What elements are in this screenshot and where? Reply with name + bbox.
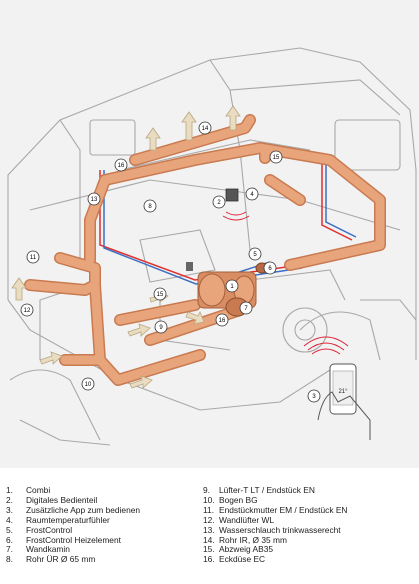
legend-item: 4.Raumtemperaturfühler	[6, 514, 110, 525]
callout-6: 6	[263, 261, 277, 275]
vehicle-heating-diagram: 21° 1 2 3 4 5 6 7 8 9 10 11 12 13 14 15 …	[7, 47, 417, 446]
legend-item: 7.Wandkamin	[6, 544, 70, 555]
svg-text:1: 1	[230, 284, 234, 290]
legend-item: 1.Combi	[6, 485, 51, 495]
legend-item: 2.Digitales Bedienteil	[6, 494, 98, 505]
diagram-area: 21° 1 2 3 4 5 6 7 8 9 10 11 12 13 14 15 …	[0, 0, 419, 468]
callout-2: 2	[212, 195, 226, 209]
legend-item: 5.FrostControl	[6, 524, 73, 535]
smartphone-app: 21°	[303, 336, 371, 440]
svg-text:3: 3	[312, 394, 316, 400]
svg-text:14: 14	[202, 126, 209, 132]
callout-10: 10	[81, 377, 95, 391]
callout-16: 16	[114, 158, 128, 172]
combi-heater-unit	[197, 271, 257, 317]
callout-1: 1	[225, 279, 239, 293]
svg-text:9: 9	[159, 325, 163, 331]
digital-control-panel	[222, 188, 250, 221]
callout-3: 3	[307, 389, 321, 403]
callout-15-second: 15	[153, 287, 167, 301]
phone-temperature-readout: 21°	[338, 389, 348, 395]
legend-item: 12.Wandlüfter WL	[203, 514, 275, 525]
hot-air-ducts	[24, 114, 386, 386]
callout-5: 5	[248, 247, 262, 261]
callout-8: 8	[143, 199, 157, 213]
legend-right-column: 9.Lüfter-T LT / Endstück EN 10.Bogen BG …	[203, 485, 403, 565]
legend-item: 6.FrostControl Heizelement	[6, 534, 121, 545]
svg-text:15: 15	[273, 155, 280, 161]
legend-item: 15.Abzweig AB35	[203, 544, 274, 555]
room-temperature-sensor	[186, 262, 193, 271]
callout-7: 7	[239, 301, 253, 315]
svg-text:12: 12	[24, 308, 31, 314]
svg-text:10: 10	[85, 382, 92, 388]
svg-text:16: 16	[219, 318, 226, 324]
callout-12: 12	[20, 303, 34, 317]
svg-text:11: 11	[30, 255, 37, 261]
callout-11: 11	[26, 250, 40, 264]
vehicle-outline	[7, 47, 417, 446]
legend-item: 16.Eckdüse EC	[203, 554, 266, 565]
legend-item: 8.Rohr ÜR Ø 65 mm	[6, 554, 96, 565]
svg-text:15: 15	[157, 292, 164, 298]
legend-item: 9.Lüfter-T LT / Endstück EN	[203, 485, 315, 495]
svg-text:4: 4	[250, 192, 254, 198]
svg-text:6: 6	[268, 266, 272, 272]
legend-item: 10.Bogen BG	[203, 494, 258, 505]
callout-9: 9	[154, 320, 168, 334]
legend-item: 3.Zusätzliche App zum bedienen	[6, 504, 141, 515]
legend-item: 14.Rohr IR, Ø 35 mm	[203, 534, 287, 545]
callout-14: 14	[198, 121, 212, 135]
legend-item: 13.Wasserschlauch trinkwasserecht	[203, 524, 341, 535]
svg-text:13: 13	[91, 197, 98, 203]
callout-15: 15	[269, 150, 283, 164]
callout-4: 4	[245, 187, 259, 201]
svg-text:7: 7	[244, 306, 248, 312]
svg-text:5: 5	[253, 252, 257, 258]
svg-text:16: 16	[118, 163, 125, 169]
legend-left-column: 1.Combi 2.Digitales Bedienteil 3.Zusätzl…	[6, 485, 206, 565]
legend-item: 11.Endstückmutter EM / Endstück EN	[203, 504, 348, 515]
svg-text:8: 8	[148, 204, 152, 210]
callout-16-second: 16	[215, 313, 229, 327]
callout-badges: 1 2 3 4 5 6 7 8 9 10 11 12 13 14 15 16 1…	[20, 121, 321, 403]
svg-text:2: 2	[217, 200, 221, 206]
callout-13: 13	[87, 192, 101, 206]
